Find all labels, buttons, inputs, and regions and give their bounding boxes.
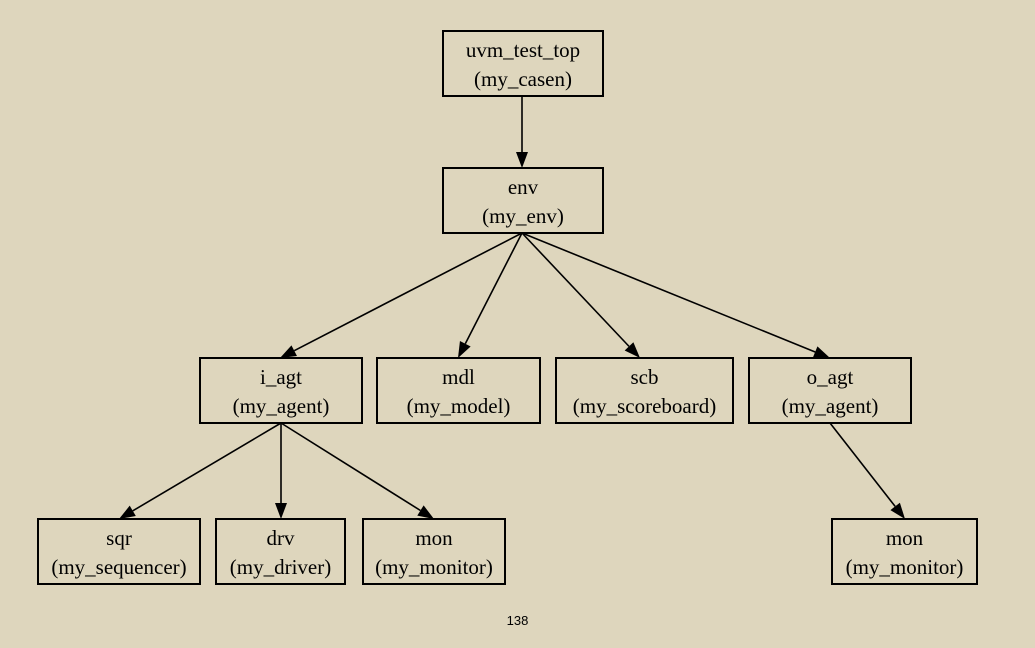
node-class-name: (my_scoreboard): [573, 394, 716, 418]
node-class-name: (my_driver): [230, 555, 331, 579]
node-instance-name: drv: [267, 526, 295, 550]
node-instance-name: scb: [631, 365, 659, 389]
edge-line: [521, 232, 630, 347]
node-o_mon: mon (my_monitor): [831, 518, 978, 585]
node-drv: drv (my_driver): [215, 518, 346, 585]
arrowhead-icon: [624, 342, 640, 358]
node-instance-name: mon: [886, 526, 924, 550]
node-i_agt: i_agt (my_agent): [199, 357, 363, 424]
node-class-name: (my_env): [482, 204, 564, 228]
node-i_mon: mon (my_monitor): [362, 518, 506, 585]
node-box: [555, 357, 734, 424]
edge-line: [132, 422, 282, 512]
node-class-name: (my_casen): [474, 67, 572, 91]
node-sqr: sqr (my_sequencer): [37, 518, 201, 585]
node-box: [199, 357, 363, 424]
edge-line: [280, 422, 421, 512]
edge-o_agt-to-o_mon: [829, 422, 905, 519]
node-class-name: (my_sequencer): [51, 555, 186, 579]
arrowhead-icon: [280, 345, 297, 358]
edge-line: [293, 232, 523, 352]
node-instance-name: uvm_test_top: [466, 38, 580, 62]
edge-env-to-i_agt: [280, 232, 523, 358]
node-class-name: (my_monitor): [375, 555, 493, 579]
node-class-name: (my_agent): [233, 394, 330, 418]
arrowhead-icon: [119, 505, 136, 519]
edge-i_agt-to-drv: [275, 423, 287, 519]
node-instance-name: env: [508, 175, 539, 199]
edge-env-to-mdl: [458, 232, 523, 358]
node-scb: scb (my_scoreboard): [555, 357, 734, 424]
arrowhead-icon: [890, 502, 905, 519]
edge-line: [521, 232, 816, 353]
node-class-name: (my_monitor): [846, 555, 964, 579]
node-box: [376, 357, 541, 424]
page-number: 138: [506, 613, 529, 628]
node-box: [831, 518, 978, 585]
edge-uvm_test_top-to-env: [516, 96, 528, 168]
edge-i_agt-to-i_mon: [280, 422, 434, 519]
edge-i_agt-to-sqr: [119, 422, 282, 519]
node-box: [442, 167, 604, 234]
node-instance-name: sqr: [106, 526, 132, 550]
node-o_agt: o_agt (my_agent): [748, 357, 912, 424]
node-box: [362, 518, 506, 585]
arrowhead-icon: [458, 341, 471, 358]
edge-env-to-o_agt: [521, 232, 830, 358]
node-instance-name: o_agt: [807, 365, 854, 389]
node-instance-name: i_agt: [260, 365, 302, 389]
node-instance-name: mdl: [442, 365, 475, 389]
node-box: [215, 518, 346, 585]
node-class-name: (my_agent): [782, 394, 879, 418]
arrowhead-icon: [516, 152, 528, 168]
node-box: [442, 30, 604, 97]
edge-line: [464, 232, 523, 345]
node-uvm_test_top: uvm_test_top (my_casen): [442, 30, 604, 97]
arrowhead-icon: [275, 503, 287, 519]
node-box: [37, 518, 201, 585]
arrowhead-icon: [812, 346, 830, 358]
edge-line: [829, 422, 896, 507]
node-instance-name: mon: [415, 526, 453, 550]
node-env: env (my_env): [442, 167, 604, 234]
node-mdl: mdl (my_model): [376, 357, 541, 424]
edge-env-to-scb: [521, 232, 640, 358]
node-box: [748, 357, 912, 424]
arrowhead-icon: [417, 505, 434, 519]
node-class-name: (my_model): [407, 394, 511, 418]
